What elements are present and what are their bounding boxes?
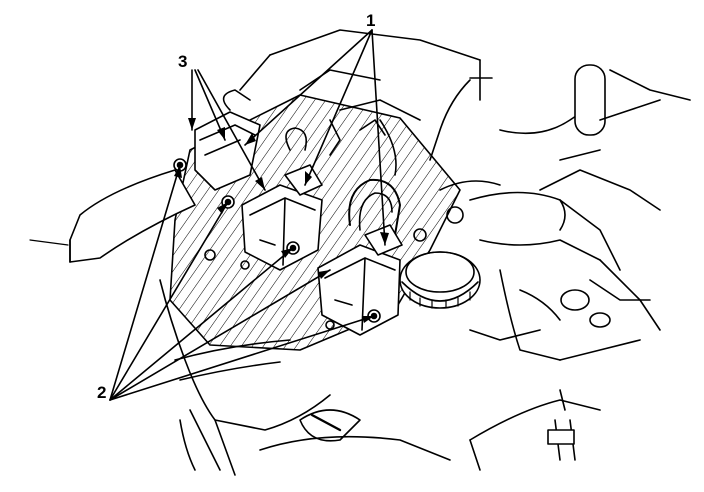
callout-arrowheads [174,118,389,323]
oil-filler-cap [399,251,481,309]
ignition-coil [194,111,261,191]
spark-plug-wire [222,89,251,111]
callout-leader-lines [109,29,386,401]
coil-connector [284,164,323,196]
callout-label-2: 2 [97,383,107,402]
ignition-coil [241,184,323,271]
callout-label-1: 1 [366,11,376,30]
intake-manifold [159,279,331,431]
callout-label-3: 3 [178,52,188,71]
intake-tube [69,169,196,263]
